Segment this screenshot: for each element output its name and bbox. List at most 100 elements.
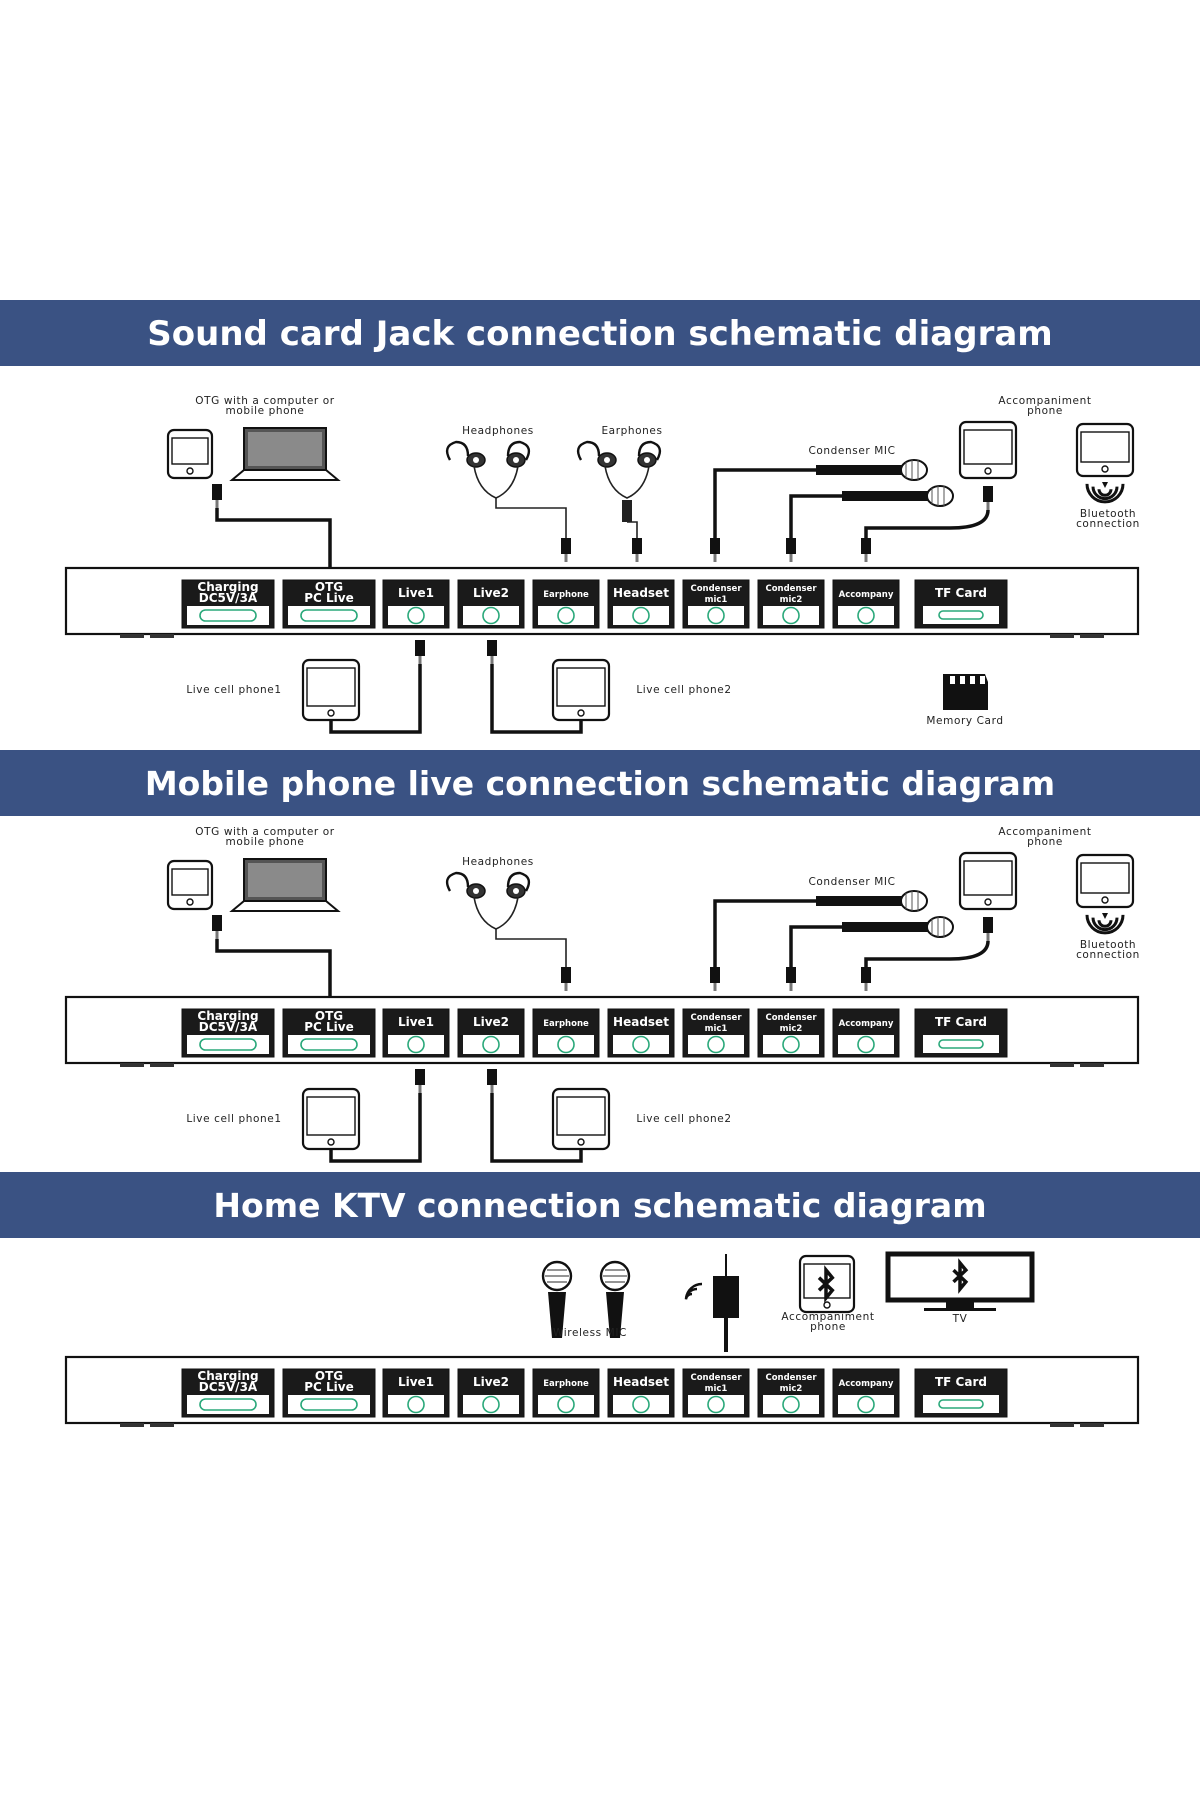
laptop-icon [229, 427, 341, 481]
port-label: OTG [315, 1009, 343, 1023]
bluetooth-label-line1: Bluetooth [1080, 508, 1136, 520]
memory-card-label: Memory Card [926, 715, 1003, 727]
port-label: Earphone [543, 1379, 589, 1389]
accompaniment-label-line1: Accompaniment [998, 395, 1091, 407]
device-foot [150, 1063, 174, 1067]
audio-jack [407, 1395, 425, 1414]
port-accompany: Accompany [832, 1008, 900, 1058]
condenser-mic1-icon [816, 459, 928, 481]
bluetooth-signal-icon [1085, 913, 1125, 935]
port-headset: Headset [607, 1368, 675, 1418]
bluetooth-phone-icon [1075, 853, 1135, 909]
live-phone1-label: Live cell phone1 [186, 684, 281, 696]
device-foot [1050, 634, 1074, 638]
port-label: Headset [613, 1375, 669, 1389]
port-label: Condenser [765, 1013, 817, 1023]
audio-jack [482, 1395, 500, 1414]
device-foot [1050, 1063, 1074, 1067]
port-label: mic1 [705, 1384, 728, 1394]
port-label: mic2 [780, 595, 803, 605]
condenser-mic-label: Condenser MIC [808, 876, 895, 888]
device-foot [120, 634, 144, 638]
card-slot [938, 1399, 984, 1409]
port-label: OTG [315, 1369, 343, 1383]
usb-plug-icon [212, 484, 222, 508]
device-foot [120, 1063, 144, 1067]
audio-jack [857, 606, 875, 625]
otg-label-line1: OTG with a computer or [195, 395, 335, 407]
device-foot [120, 1423, 144, 1427]
section-title: Home KTV connection schematic diagram [213, 1186, 986, 1225]
port-live1: Live1 [382, 579, 450, 629]
port-label: Condenser [765, 1373, 817, 1383]
audio-jack [782, 1035, 800, 1054]
port-label: TF Card [935, 1015, 987, 1029]
port-label: Headset [613, 586, 669, 600]
port-accompany: Accompany [832, 1368, 900, 1418]
port-tf-card: TF Card [914, 1368, 1008, 1418]
audio-jack [407, 606, 425, 625]
port-live1: Live1 [382, 1008, 450, 1058]
accompaniment-plug-icon [983, 486, 993, 510]
audio-jack [632, 1035, 650, 1054]
tv-bluetooth-icon [952, 1258, 969, 1294]
port-label: Headset [613, 1015, 669, 1029]
accompaniment-label-line1: Accompaniment [781, 1311, 874, 1323]
port-live1: Live1 [382, 1368, 450, 1418]
otg-label-line1: OTG with a computer or [195, 826, 335, 838]
port-label: DC5V/3A [199, 1020, 258, 1034]
condenser-mic-label: Condenser MIC [808, 445, 895, 457]
port-label: Live2 [473, 1375, 509, 1389]
port-label: mic1 [705, 595, 728, 605]
audio-jack [707, 1035, 725, 1054]
port-label: PC Live [304, 1380, 354, 1394]
port-label: Accompany [839, 1379, 894, 1389]
port-label: Live1 [398, 586, 434, 600]
accompaniment-label-line2: phone [1027, 405, 1063, 417]
port-label: Live2 [473, 586, 509, 600]
wireless-signal-icon [684, 1282, 703, 1300]
bluetooth-label-line1: Bluetooth [1080, 939, 1136, 951]
laptop-icon [229, 858, 341, 912]
audio-jack [557, 1035, 575, 1054]
port-label: Condenser [690, 1373, 742, 1383]
bluetooth-icon [817, 1265, 835, 1303]
live1-plug-icon [415, 640, 425, 664]
condenser-mic2-icon [842, 485, 954, 507]
port-label: Charging [197, 1369, 258, 1383]
audio-jack [632, 1395, 650, 1414]
port-label: PC Live [304, 1020, 354, 1034]
accompaniment-plug-icon [983, 917, 993, 941]
live-cell-phone2-icon [551, 1087, 611, 1151]
device-foot [150, 634, 174, 638]
port-live2: Live2 [457, 1368, 525, 1418]
device-foot [150, 1423, 174, 1427]
usb-c-jack [199, 1398, 257, 1411]
port-label: Accompany [839, 1019, 894, 1029]
port-label: OTG [315, 580, 343, 594]
accompaniment-label-line2: phone [1027, 836, 1063, 848]
headphones-icon [445, 440, 531, 499]
bluetooth-signal-icon [1085, 482, 1125, 504]
accompany-plug-icon [861, 538, 871, 562]
usb-plug-icon [212, 915, 222, 939]
port-headset: Headset [607, 579, 675, 629]
accompany-plug-icon [861, 967, 871, 991]
port-tf-card: TF Card [914, 579, 1008, 629]
accompaniment-phone-icon [958, 420, 1018, 480]
port-label: Charging [197, 580, 258, 594]
live-phone1-label: Live cell phone1 [186, 1113, 281, 1125]
condenser-mic1-plug-icon [710, 967, 720, 991]
accompaniment-label-line2: phone [810, 1321, 846, 1333]
accompaniment-label-line1: Accompaniment [998, 826, 1091, 838]
